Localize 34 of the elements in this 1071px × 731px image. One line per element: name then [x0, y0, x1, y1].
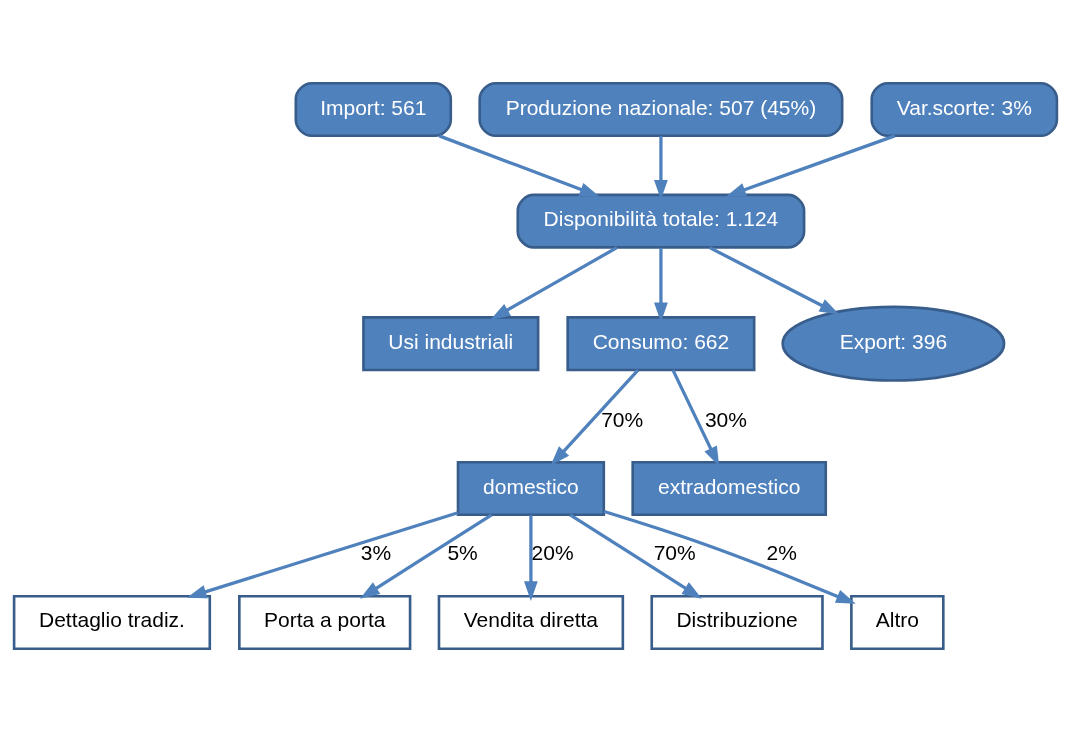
node-box: Usi industriali	[362, 315, 540, 371]
arrow	[360, 512, 493, 599]
node-box: domestico	[456, 460, 606, 516]
arrow	[671, 368, 720, 466]
arrow	[550, 368, 640, 466]
node-box: Produzione nazionale: 507 (45%)	[478, 81, 844, 137]
edge-label: 30%	[704, 407, 747, 431]
arrow	[654, 247, 668, 322]
arrow	[708, 245, 840, 314]
node-box: Import: 561	[294, 81, 453, 137]
edge-label: 70%	[601, 407, 644, 431]
arrow	[524, 514, 538, 601]
edge-label: 70%	[653, 540, 696, 564]
arrow	[186, 510, 459, 598]
arrow	[438, 133, 600, 197]
node-box: Altro	[850, 594, 945, 650]
edge-label: 5%	[447, 540, 478, 564]
arrow	[569, 512, 702, 599]
node-box: Distribuzione	[650, 594, 824, 650]
node-box: Dettaglio tradiz.	[12, 594, 212, 650]
edge-label: 3%	[360, 540, 392, 564]
edge-label: 20%	[531, 540, 574, 564]
node-box: Vendita diretta	[437, 594, 625, 650]
arrow	[654, 135, 668, 200]
node-box: extradomestico	[631, 460, 828, 516]
node-box: Porta a porta	[238, 594, 412, 650]
node-box: Var.scorte: 3%	[870, 81, 1059, 137]
node-box: Consumo: 662	[566, 315, 756, 371]
arrow	[726, 133, 896, 196]
edge-label: 2%	[766, 540, 797, 564]
node-box: Disponibilità totale: 1.124	[516, 193, 806, 249]
arrow	[603, 509, 856, 604]
arrow	[490, 245, 618, 320]
node-ellipse: Export: 396	[781, 305, 1006, 382]
